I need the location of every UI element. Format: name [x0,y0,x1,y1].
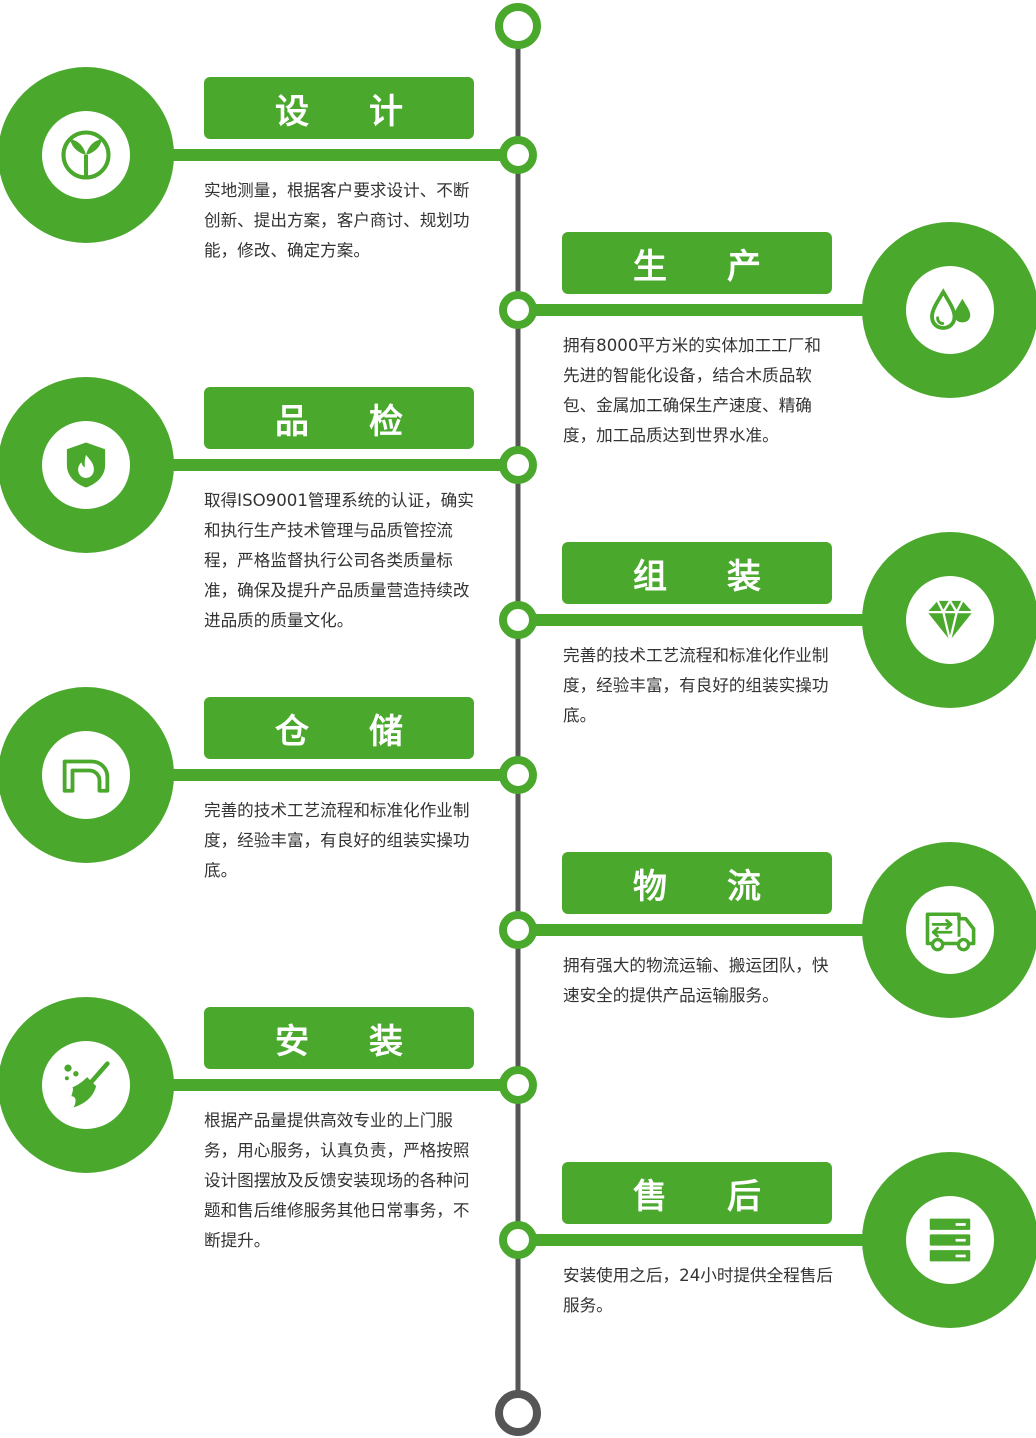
connector-band [518,304,950,316]
timeline-start-node [495,3,541,49]
connector-band [518,614,950,626]
step-title: 设计 [204,77,474,139]
step-description: 实地测量，根据客户要求设计、不断创新、提出方案，客户商讨、规划功能，修改、确定方… [204,181,470,260]
step-icon-badge [906,576,994,664]
step-icon-badge [906,266,994,354]
timeline-node [499,756,537,794]
step-icon-badge [906,886,994,974]
connector-band [518,924,950,936]
step-title: 售后 [562,1162,832,1224]
timeline-node [499,291,537,329]
broom-icon [64,1061,110,1108]
timeline-end-node [495,1390,541,1436]
step-description: 安装使用之后，24小时提供全程售后服务。 [563,1266,834,1315]
timeline-node [499,911,537,949]
server-icon [929,1218,971,1262]
step-icon-badge [906,1196,994,1284]
step-title: 生产 [562,232,832,294]
sprout-icon [61,130,111,180]
timeline-node [499,1221,537,1259]
connector-band [86,149,518,161]
step-title: 安装 [204,1007,474,1069]
timeline-node [499,136,537,174]
step-description: 根据产品量提供高效专业的上门服务，用心服务，认真负责，严格按照设计图摆放及反馈安… [204,1111,470,1250]
shield-flame-icon [66,442,106,488]
step-description: 拥有强大的物流运输、搬运团队，快速安全的提供产品运输服务。 [563,956,829,1005]
step-title: 组装 [562,542,832,604]
timeline-node [499,1066,537,1104]
step-description: 完善的技术工艺流程和标准化作业制度，经验丰富，有良好的组装实操功底。 [563,646,829,725]
step-icon-badge [42,421,130,509]
connector-band [518,1234,950,1246]
step-title: 品检 [204,387,474,449]
timeline-node [499,446,537,484]
step-description: 完善的技术工艺流程和标准化作业制度，经验丰富，有良好的组装实操功底。 [204,801,470,880]
connector-band [86,459,518,471]
connector-band [86,769,518,781]
warehouse-icon [62,759,110,793]
step-icon-badge [42,111,130,199]
step-icon-badge [42,731,130,819]
van-icon [925,912,976,952]
diamond-icon [927,598,973,641]
step-description: 取得ISO9001管理系统的认证，确实和执行生产技术管理与品质管控流程，严格监督… [204,491,474,630]
connector-band [86,1079,518,1091]
step-description: 拥有8000平方米的实体加工工厂和先进的智能化设备，结合木质品软包、金属加工确保… [563,336,821,445]
droplets-icon [930,288,971,330]
timeline-node [499,601,537,639]
step-title: 仓储 [204,697,474,759]
step-title: 物流 [562,852,832,914]
step-icon-badge [42,1041,130,1129]
